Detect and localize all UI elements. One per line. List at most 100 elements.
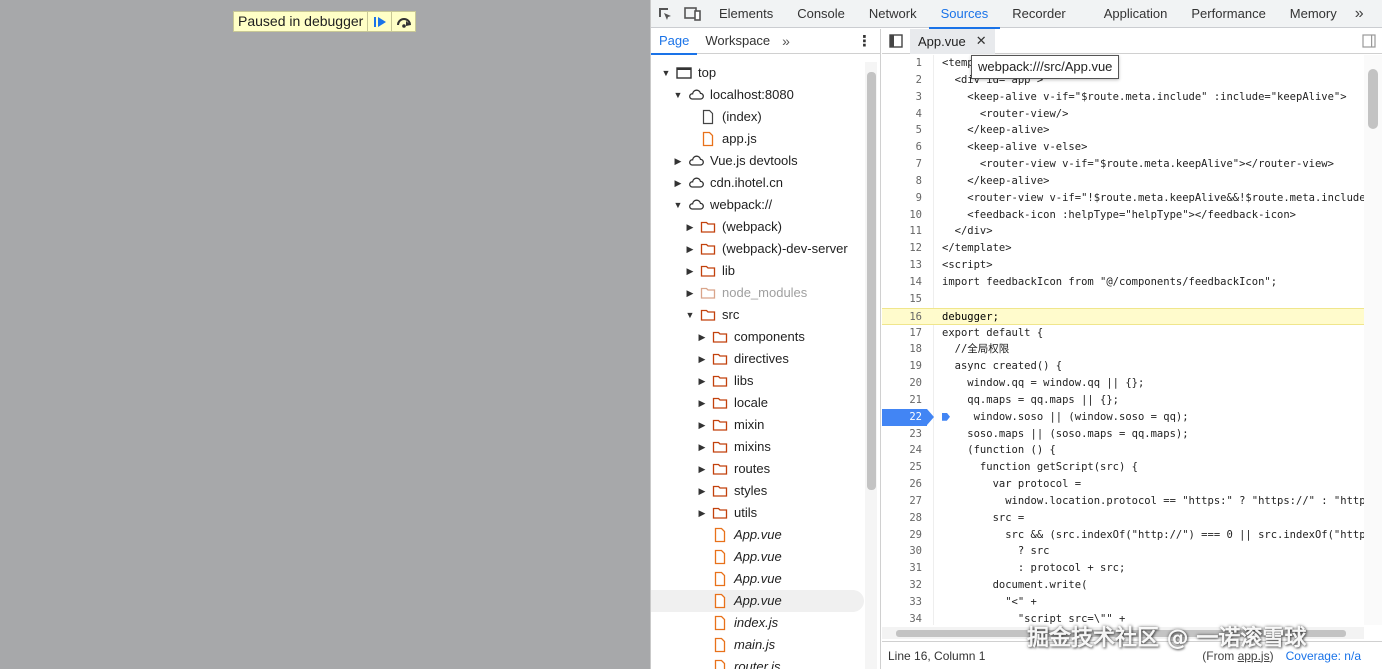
tree-item[interactable]: app.js <box>651 128 864 150</box>
line-number[interactable]: 9 <box>915 191 922 204</box>
collapsed-arrow-icon[interactable]: ▶ <box>698 398 706 408</box>
coverage-status[interactable]: Coverage: n/a <box>1285 648 1361 663</box>
line-number[interactable]: 1 <box>915 57 922 69</box>
line-number[interactable]: 12 <box>909 242 922 255</box>
tree-item[interactable]: ▶locale <box>651 392 864 414</box>
expanded-arrow-icon[interactable]: ▼ <box>661 68 671 78</box>
tab-performance[interactable]: Performance <box>1191 5 1266 21</box>
line-number[interactable]: 18 <box>909 343 922 356</box>
code-line[interactable]: 25 function getScript(src) { <box>882 459 1382 476</box>
code-line[interactable]: 33 "<" + <box>882 594 1382 611</box>
editor-horizontal-scrollbar[interactable] <box>882 627 1364 639</box>
tree-item[interactable]: ▶node_modules <box>651 282 864 304</box>
code-line[interactable]: 26 var protocol = <box>882 476 1382 493</box>
tree-item[interactable]: ▼webpack:// <box>651 194 864 216</box>
code-line[interactable]: 5 </keep-alive> <box>882 122 1382 139</box>
collapsed-arrow-icon[interactable]: ▶ <box>674 156 682 166</box>
code-line[interactable]: 18 //全局权限 <box>882 341 1382 358</box>
line-number[interactable]: 20 <box>909 377 922 390</box>
code-line[interactable]: 8 </keep-alive> <box>882 173 1382 190</box>
code-line[interactable]: 27 window.location.protocol == "https:" … <box>882 493 1382 510</box>
tree-item[interactable]: ▶lib <box>651 260 864 282</box>
expanded-arrow-icon[interactable]: ▼ <box>673 90 683 100</box>
code-line[interactable]: 31 : protocol + src; <box>882 560 1382 577</box>
tree-item[interactable]: ▼top <box>651 62 864 84</box>
line-number[interactable]: 15 <box>909 292 922 305</box>
code-line[interactable]: 20 window.qq = window.qq || {}; <box>882 375 1382 392</box>
code-line[interactable]: 22 window.soso || (window.soso = qq); <box>882 408 1382 426</box>
collapsed-arrow-icon[interactable]: ▶ <box>698 464 706 474</box>
navigator-menu-kebab-icon[interactable]: ⋮ <box>857 33 872 50</box>
code-line[interactable]: 3 <keep-alive v-if="$route.meta.include"… <box>882 89 1382 106</box>
tree-item[interactable]: (index) <box>651 106 864 128</box>
code-line[interactable]: 23 soso.maps || (soso.maps = qq.maps); <box>882 426 1382 443</box>
line-number[interactable]: 13 <box>909 259 922 272</box>
tree-item[interactable]: index.js <box>651 612 864 634</box>
expanded-arrow-icon[interactable]: ▼ <box>673 200 683 210</box>
code-line[interactable]: 6 <keep-alive v-else> <box>882 139 1382 156</box>
tab-workspace[interactable]: Workspace <box>705 32 771 48</box>
step-over-button[interactable] <box>391 12 415 31</box>
tree-item[interactable]: ▶cdn.ihotel.cn <box>651 172 864 194</box>
editor-vertical-thumb[interactable] <box>1368 69 1378 129</box>
inline-breakpoint-icon[interactable] <box>942 412 950 421</box>
tree-item[interactable]: ▶utils <box>651 502 864 524</box>
editor-horizontal-thumb[interactable] <box>896 630 1346 637</box>
tree-item[interactable]: ▶routes <box>651 458 864 480</box>
line-number[interactable]: 26 <box>909 478 922 491</box>
tree-item[interactable]: App.vue <box>651 568 864 590</box>
line-number[interactable]: 5 <box>915 124 922 137</box>
code-line[interactable]: 15 <box>882 291 1382 308</box>
tree-item[interactable]: ▶(webpack)-dev-server <box>651 238 864 260</box>
line-number[interactable]: 28 <box>909 511 922 524</box>
line-number[interactable]: 17 <box>909 326 922 339</box>
code-line[interactable]: 9 <router-view v-if="!$route.meta.keepAl… <box>882 190 1382 207</box>
code-line[interactable]: 29 src && (src.indexOf("http://") === 0 … <box>882 527 1382 544</box>
line-number[interactable]: 2 <box>915 73 922 86</box>
source-origin-link[interactable]: app.js <box>1237 648 1270 663</box>
line-number[interactable]: 10 <box>909 208 922 221</box>
code-line[interactable]: 4 <router-view/> <box>882 106 1382 123</box>
collapsed-arrow-icon[interactable]: ▶ <box>698 376 706 386</box>
tab-memory[interactable]: Memory <box>1289 5 1337 21</box>
code-line[interactable]: 13<script> <box>882 257 1382 274</box>
line-number[interactable]: 8 <box>915 174 922 187</box>
breakpoint-line-number[interactable]: 22 <box>882 408 934 426</box>
collapsed-arrow-icon[interactable]: ▶ <box>674 178 682 188</box>
line-number[interactable]: 27 <box>909 494 922 507</box>
file-tree-scroll-thumb[interactable] <box>867 72 876 490</box>
collapsed-arrow-icon[interactable]: ▶ <box>698 332 706 342</box>
code-line[interactable]: 19 async created() { <box>882 358 1382 375</box>
expanded-arrow-icon[interactable]: ▼ <box>685 310 695 320</box>
code-line[interactable]: 24 (function () { <box>882 442 1382 459</box>
code-line[interactable]: 1<temp <box>882 55 1382 72</box>
editor-vertical-scrollbar[interactable] <box>1364 55 1382 625</box>
tab-application[interactable]: Application <box>1103 5 1168 21</box>
collapsed-arrow-icon[interactable]: ▶ <box>698 508 706 518</box>
line-number[interactable]: 33 <box>909 596 922 608</box>
code-line[interactable]: 10 <feedback-icon :helpType="helpType"><… <box>882 207 1382 224</box>
code-line[interactable]: 30 ? src <box>882 543 1382 560</box>
line-number[interactable]: 21 <box>909 393 922 406</box>
line-number[interactable]: 16 <box>909 310 922 323</box>
tab-page[interactable]: Page <box>651 29 698 55</box>
code-line[interactable]: 34 "script src=\"" + <box>882 611 1382 625</box>
more-tabs-chevron-icon[interactable]: » <box>1354 4 1364 22</box>
device-toolbar-icon[interactable] <box>679 0 707 28</box>
collapsed-arrow-icon[interactable]: ▶ <box>686 266 694 276</box>
navigator-more-chevron-icon[interactable]: » <box>782 33 790 49</box>
toggle-debugger-sidebar-icon[interactable] <box>1355 34 1382 48</box>
code-line[interactable]: 7 <router-view v-if="$route.meta.keepAli… <box>882 156 1382 173</box>
tree-item[interactable]: ▶Vue.js devtools <box>651 150 864 172</box>
tab-network[interactable]: Network <box>868 5 917 21</box>
file-tree-scrollbar[interactable] <box>865 62 877 669</box>
tab-elements[interactable]: Elements <box>719 5 774 21</box>
line-number[interactable]: 14 <box>909 275 922 288</box>
tree-item[interactable]: ▶libs <box>651 370 864 392</box>
tree-item[interactable]: ▶components <box>651 326 864 348</box>
line-number[interactable]: 6 <box>915 141 922 154</box>
collapsed-arrow-icon[interactable]: ▶ <box>698 442 706 452</box>
